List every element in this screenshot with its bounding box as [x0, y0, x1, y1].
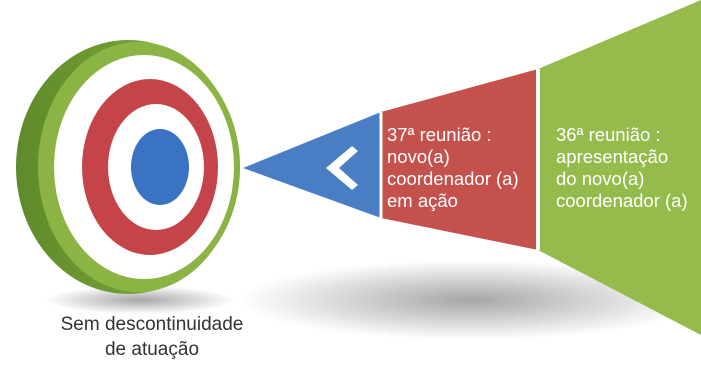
target-caption: Sem descontinuidade de atuação — [60, 314, 244, 360]
funnel-segment-37 — [381, 69, 538, 250]
funnel-shadow — [240, 260, 700, 340]
segment-37-label: 37ª reunião : novo(a) coordenador (a) em… — [387, 124, 519, 211]
segment-36-label: 36ª reunião : apresentação do novo(a) co… — [556, 124, 688, 211]
funnel-segment-36 — [538, 0, 701, 335]
target-bullseye — [131, 129, 189, 205]
funnel-segment-arrow — [243, 112, 381, 218]
target — [16, 40, 240, 294]
chevron-left-icon — [326, 146, 358, 190]
target-shadow — [45, 286, 235, 314]
